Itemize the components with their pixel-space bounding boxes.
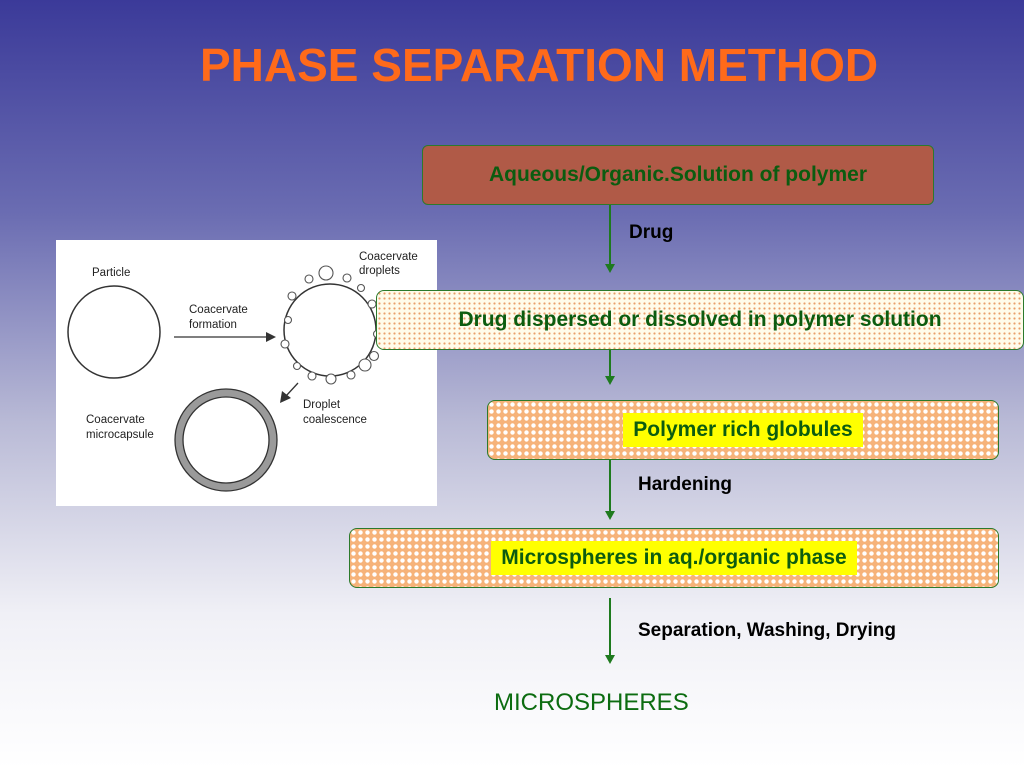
polymer-globules-label: Polymer rich globules	[623, 413, 863, 447]
polymer-solution-box: Aqueous/Organic.Solution of polymer	[422, 145, 934, 205]
final-product-label: MICROSPHERES	[494, 689, 689, 716]
coacervation-diagram: Particle Coacervate formation Coacervate…	[67, 251, 418, 492]
page-title: PHASE SEPARATION METHOD	[200, 39, 879, 91]
microspheres-phase-label: Microspheres in aq./organic phase	[491, 541, 857, 575]
drug-dispersed-box: Drug dispersed or dissolved in polymer s…	[376, 290, 1024, 350]
arrow-head-3	[605, 511, 615, 520]
coalescence-label-1: Droplet	[303, 399, 341, 411]
drug-dispersed-label: Drug dispersed or dissolved in polymer s…	[458, 308, 942, 331]
particle-label: Particle	[92, 267, 130, 279]
coalescence-arrow	[285, 382, 299, 397]
particle-circle	[67, 285, 161, 379]
connector-3	[609, 460, 611, 512]
coalescence-label-2: coalescence	[303, 414, 367, 426]
polymer-solution-label: Aqueous/Organic.Solution of polymer	[488, 163, 868, 186]
droplets-label-1: Coacervate	[359, 251, 418, 263]
coalescence-arrow-head	[280, 391, 291, 403]
coacervation-figure: Particle Coacervate formation Coacervate…	[56, 240, 437, 506]
microcapsule-core	[182, 396, 270, 484]
microspheres-phase-box: Microspheres in aq./organic phase	[349, 528, 999, 588]
step-separation-label: Separation, Washing, Drying	[638, 620, 896, 641]
formation-label-2: formation	[189, 319, 237, 331]
microcapsule-label-2: microcapsule	[86, 429, 154, 441]
connector-4	[609, 598, 611, 656]
microcapsule-label-1: Coacervate	[86, 414, 145, 426]
step-hardening-label: Hardening	[638, 474, 732, 495]
connector-1	[609, 205, 611, 265]
droplets-label-2: droplets	[359, 265, 400, 277]
formation-arrow-head	[266, 332, 276, 342]
polymer-globules-box: Polymer rich globules	[487, 400, 999, 460]
arrow-head-1	[605, 264, 615, 273]
step-drug-label: Drug	[629, 222, 674, 243]
arrow-head-4	[605, 655, 615, 664]
arrow-head-2	[605, 376, 615, 385]
formation-label-1: Coacervate	[189, 304, 248, 316]
droplets	[280, 265, 382, 385]
connector-2	[609, 350, 611, 377]
